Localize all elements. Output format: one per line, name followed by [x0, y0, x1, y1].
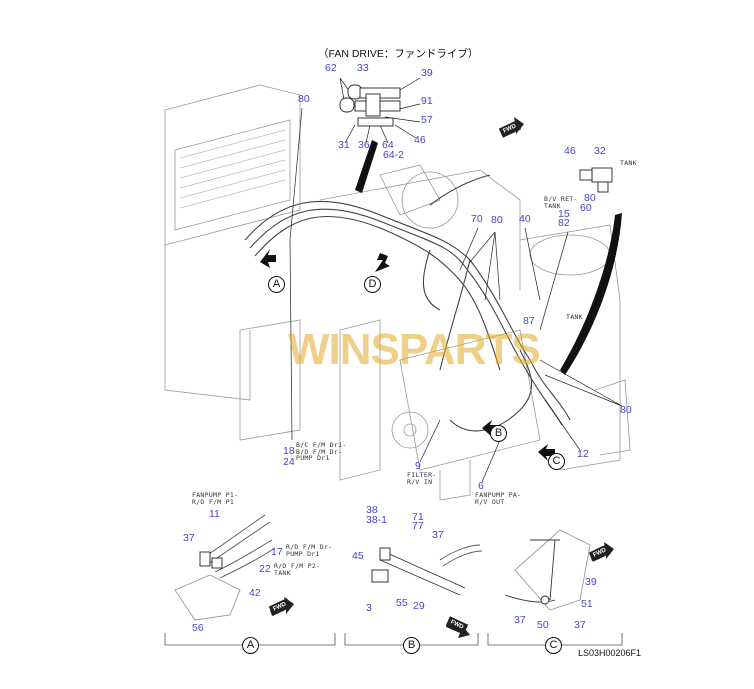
part-label: 33	[357, 62, 369, 74]
part-label: 37	[574, 619, 586, 631]
view-marker-d: D	[364, 276, 381, 293]
part-label: 32	[594, 145, 606, 157]
part-label: 37	[183, 532, 195, 544]
tank-outline	[519, 224, 621, 471]
p2-tank-note: R/D F/M P2- TANK	[274, 562, 321, 577]
bv-ret-tank-note: B/V RET- TANK	[544, 195, 578, 210]
part-label: 22	[259, 563, 271, 575]
part-label: 40	[519, 213, 531, 225]
part-label: 37	[432, 529, 444, 541]
part-label: 42	[249, 587, 261, 599]
part-label: 29	[413, 600, 425, 612]
part-label: 36	[358, 139, 370, 151]
view-marker-a: A	[268, 276, 285, 293]
radiator-grille	[174, 119, 291, 231]
diagram-title: （FAN DRIVE：ファンドライブ）	[318, 48, 479, 60]
part-label: 18	[283, 445, 295, 457]
tank-note: TANK	[566, 313, 583, 321]
filter-note: FILTER- R/V IN	[407, 471, 437, 486]
part-label: 50	[537, 619, 549, 631]
part-label: 80	[491, 214, 503, 226]
radiator-outline	[164, 84, 301, 246]
part-label: 37	[514, 614, 526, 626]
part-label: 31	[338, 139, 350, 151]
part-label: 62	[325, 62, 337, 74]
part-label: 45	[352, 550, 364, 562]
part-label: 46	[564, 145, 576, 157]
part-label: 91	[421, 95, 433, 107]
part-label: 11	[209, 508, 220, 520]
part-label: 24	[283, 456, 295, 468]
part-label: 82	[558, 217, 570, 229]
part-label: 38	[366, 504, 378, 516]
part-label: 80	[298, 93, 310, 105]
part-label: 70	[471, 213, 483, 225]
tank-note: TANK	[620, 159, 637, 167]
part-label: 17	[271, 546, 283, 558]
part-label: 9	[415, 460, 421, 472]
view-marker-c: C	[548, 453, 565, 470]
part-label: 80	[620, 404, 632, 416]
part-label: 38-1	[366, 514, 388, 526]
part-label: 3	[366, 602, 372, 614]
part-label: 39	[421, 67, 433, 79]
part-label: 46	[414, 134, 426, 146]
part-label: 15	[558, 208, 570, 220]
part-label: 57	[421, 114, 433, 126]
part-label: 55	[396, 597, 408, 609]
view-arrow-d	[375, 253, 390, 272]
pump-body	[399, 329, 541, 471]
pointer-wedge	[355, 140, 378, 193]
watermark: WINSPARTS	[288, 325, 541, 374]
dr1-note: B/C F/M Dr1- B/D F/M Dr- PUMP Dr1	[296, 441, 347, 462]
view-arrow-c	[538, 444, 555, 461]
part-label: 51	[581, 598, 593, 610]
part-label: 39	[585, 576, 597, 588]
part-label: 56	[192, 622, 204, 634]
part-label: 12	[577, 448, 589, 460]
fanpump-p1-note: FANPUMP P1- R/D F/M P1	[192, 491, 239, 506]
view-arrow-a	[260, 249, 276, 268]
detail-view-c-marker: C	[545, 637, 562, 654]
frame-left	[164, 245, 251, 401]
part-label: 87	[523, 315, 535, 327]
dr-pump-note: R/D F/M Dr- PUMP Dr1	[286, 543, 333, 558]
detail-view-b-marker: B	[403, 637, 420, 654]
part-label: 71	[412, 511, 424, 523]
part-label: 6	[478, 480, 484, 492]
part-label: 60	[580, 202, 592, 214]
view-marker-b: B	[490, 425, 507, 442]
fanpump-pa-note: FANPUMP PA- R/V OUT	[475, 491, 522, 506]
frame-top	[319, 169, 521, 290]
part-label: 77	[412, 520, 424, 532]
part-label: 64-2	[383, 149, 405, 161]
drawing-code: LS03H00206F1	[578, 648, 642, 658]
part-label: 64	[382, 139, 394, 151]
detail-view-a-marker: A	[242, 637, 259, 654]
part-label: 80	[584, 192, 596, 204]
